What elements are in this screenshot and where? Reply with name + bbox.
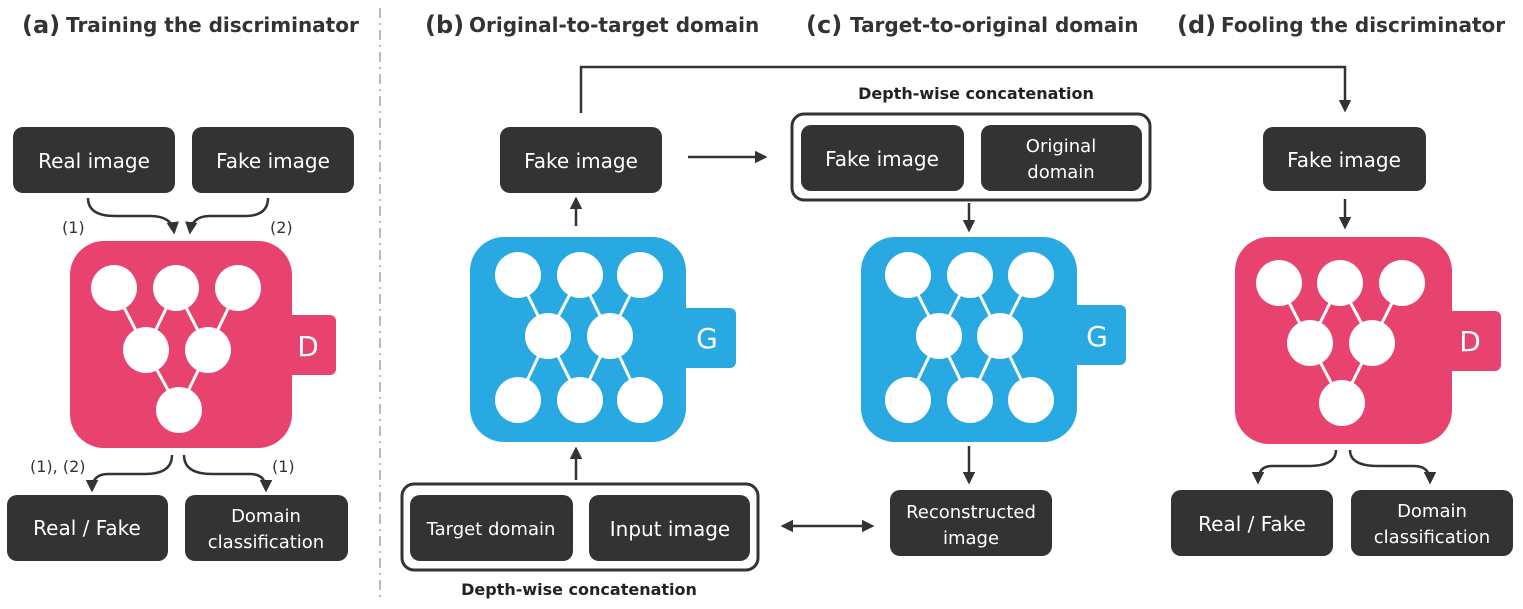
input-image-label: Input image [610, 517, 730, 541]
concat-label-b: Depth-wise concatenation [461, 580, 697, 599]
label-1-2-a: (1), (2) [30, 457, 86, 476]
discriminator-letter-a: D [297, 330, 319, 363]
panel-b-title: Original-to-target domain [469, 13, 759, 37]
generator-network-c: G [861, 237, 1126, 442]
fake-image-label-c: Fake image [825, 147, 939, 171]
domain-classification-line2-a: classification [208, 532, 324, 553]
domain-classification-box-d: Domain classification [1351, 490, 1513, 556]
label-1-a: (1) [62, 218, 85, 237]
fake-image-box-b: Fake image [500, 127, 662, 193]
fake-image-label-a: Fake image [216, 149, 330, 173]
panel-c-letter: (c) [806, 11, 842, 39]
arrow-d-to-realfake-d [1251, 449, 1338, 485]
arrow-fake-to-d [185, 197, 270, 235]
discriminator-letter-d: D [1459, 325, 1481, 358]
concat-label-c: Depth-wise concatenation [858, 84, 1094, 103]
discriminator-network-d: D [1235, 237, 1501, 444]
panel-d-letter: (d) [1177, 11, 1216, 39]
panel-d: (d) Fooling the discriminator Fake image… [1171, 11, 1513, 556]
concat-group-b: Target domain Input image [400, 482, 760, 572]
fake-image-box-a: Fake image [192, 127, 354, 193]
panel-a-title: Training the discriminator [66, 13, 359, 37]
panel-b: (b) Original-to-target domain Fake image… [400, 11, 875, 599]
original-domain-box: Original domain [981, 125, 1142, 191]
panel-b-letter: (b) [425, 11, 464, 39]
reconstructed-line2: image [943, 528, 999, 549]
label-1b-a: (1) [272, 457, 295, 476]
panel-c-title: Target-to-original domain [850, 13, 1138, 37]
discriminator-network-a: D [70, 241, 336, 448]
reconstructed-image-box: Reconstructed image [890, 490, 1052, 556]
arrow-real-to-d [86, 197, 179, 235]
domain-classification-box-a: Domain classification [185, 495, 348, 561]
target-domain-label: Target domain [426, 519, 556, 540]
label-2-a: (2) [270, 218, 293, 237]
arrow-fake-b-to-fake-d [579, 65, 1352, 113]
panel-d-title: Fooling the discriminator [1221, 13, 1505, 37]
arrow-d-to-realfake-a [85, 454, 174, 493]
real-fake-box-d: Real / Fake [1171, 490, 1333, 556]
panel-a-letter: (a) [22, 11, 60, 39]
input-image-box: Input image [589, 495, 750, 561]
real-fake-label-a: Real / Fake [33, 516, 141, 540]
generator-letter-c: G [1086, 320, 1108, 353]
panel-c: (c) Target-to-original domain Depth-wise… [790, 11, 1152, 556]
reconstructed-line1: Reconstructed [906, 502, 1036, 523]
fake-image-box-c: Fake image [801, 125, 964, 191]
original-domain-line2: domain [1027, 162, 1094, 183]
domain-classification-line1-d: Domain [1397, 501, 1467, 522]
real-image-label: Real image [38, 149, 150, 173]
generator-letter-b: G [696, 322, 718, 355]
real-image-box: Real image [13, 127, 175, 193]
domain-classification-line1-a: Domain [231, 506, 301, 527]
concat-group-c: Fake image Original domain [790, 112, 1152, 202]
domain-classification-line2-d: classification [1374, 527, 1490, 548]
fake-image-box-d: Fake image [1263, 127, 1426, 191]
fake-image-label-d: Fake image [1287, 148, 1401, 172]
real-fake-box-a: Real / Fake [7, 495, 168, 561]
original-domain-line1: Original [1026, 136, 1096, 157]
arrow-d-to-domain-a [182, 454, 273, 493]
real-fake-label-d: Real / Fake [1198, 512, 1306, 536]
generator-network-b: G [470, 237, 736, 442]
fake-image-label-b: Fake image [524, 149, 638, 173]
panel-a: (a) Training the discriminator Real imag… [7, 11, 359, 561]
target-domain-box: Target domain [410, 495, 573, 561]
arrow-d-to-domain-d [1348, 449, 1437, 485]
